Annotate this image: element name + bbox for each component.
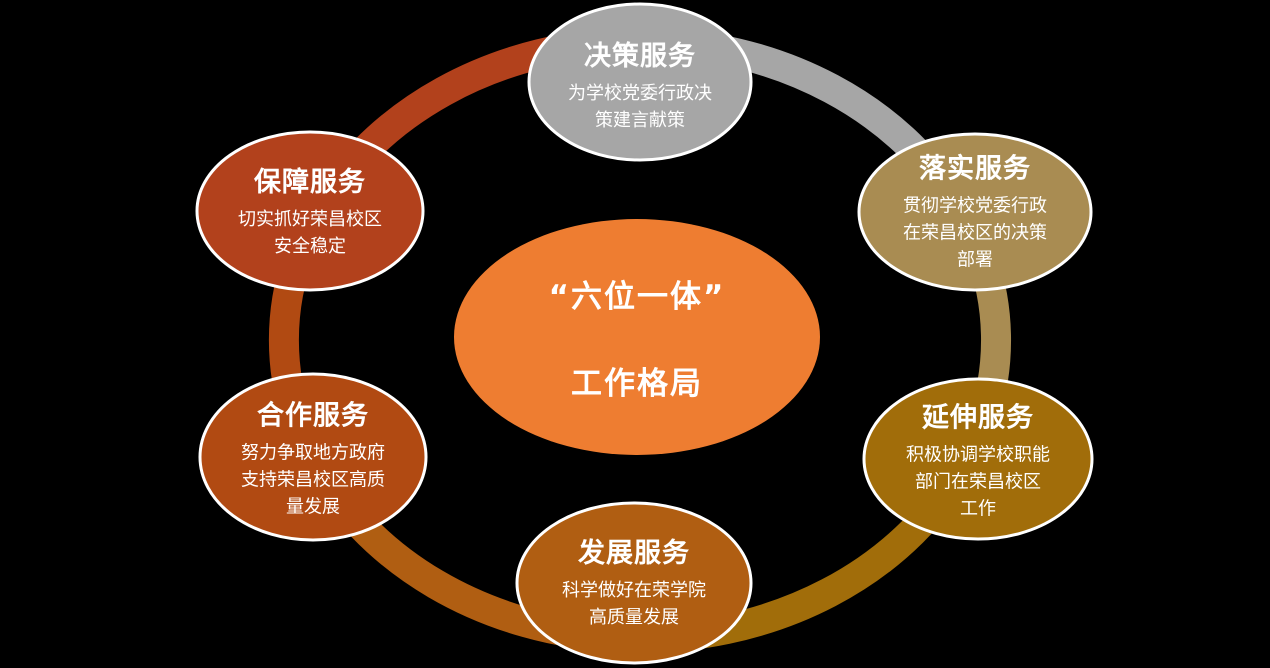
node-ellipses (195, 2, 1094, 665)
decision-service-ellipse (527, 2, 753, 162)
center-ellipse (454, 219, 820, 455)
development-service-ellipse (515, 501, 753, 665)
guarantee-service-ellipse (195, 130, 425, 292)
implementation-service-ellipse (857, 132, 1093, 292)
cooperation-service-ellipse (198, 372, 428, 542)
extension-service-ellipse (862, 377, 1094, 541)
